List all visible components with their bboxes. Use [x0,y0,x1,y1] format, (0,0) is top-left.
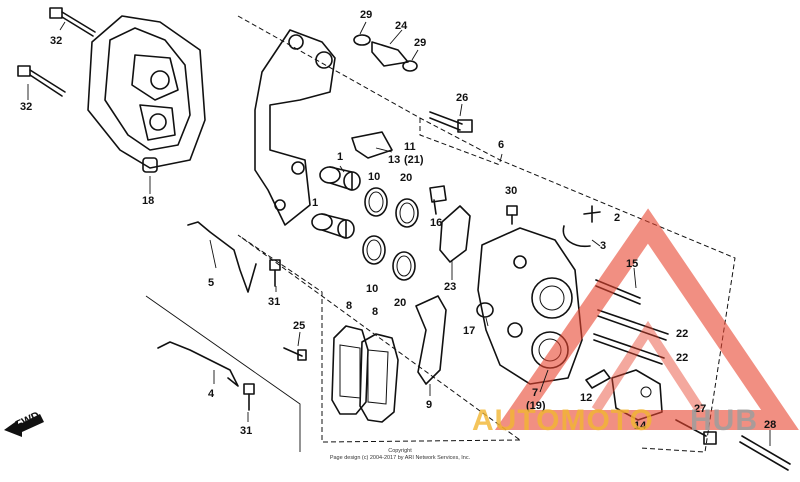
seal-10-upper[interactable] [364,187,388,217]
spring-4[interactable] [157,341,239,387]
boot-24[interactable] [353,34,418,72]
callout-8-left: 8 [346,300,352,312]
callout-29-upper: 29 [360,9,372,21]
pad-subgroup-line [145,295,301,452]
callout-30: 30 [505,185,517,197]
callout-5: 5 [208,277,214,289]
callout-18: 18 [142,195,154,207]
clip-13[interactable] [351,131,393,159]
callout-20-upper: 20 [400,172,412,184]
seal-20-upper[interactable] [395,198,419,228]
callout-19: (19) [526,400,546,412]
bolt-30[interactable] [506,205,518,225]
callout-4: 4 [208,388,215,400]
callout-12: 12 [580,392,592,404]
callout-25: 25 [293,320,305,332]
callout-6: 6 [498,139,504,151]
bolt-31-upper[interactable] [269,259,281,287]
seal-10-lower[interactable] [362,235,386,265]
watermark-text-hub: HUB [690,404,758,437]
callout-10-upper: 10 [368,171,380,183]
callout-10-lower: 10 [366,283,378,295]
callout-8-right: 8 [372,306,378,318]
callout-29-lower: 29 [414,37,426,49]
forward-arrow-icon [4,414,44,437]
bolt-28[interactable] [739,435,791,471]
callout-31-lower: 31 [240,425,252,437]
spring-3[interactable] [562,225,591,248]
pad-8-right[interactable] [359,333,399,423]
watermark-logo [494,208,799,430]
assembly-boundary [237,15,736,453]
bleeder-16[interactable] [429,185,447,215]
watermark-text-automoto: AUTOMOTO [472,404,654,437]
pin-22-lower[interactable] [593,333,665,365]
plate-23[interactable] [439,205,471,263]
piston-1-lower[interactable] [311,213,355,239]
leader-lines [27,21,771,446]
caliper-subgroup-boundary [419,118,501,166]
caliper-body-18[interactable] [87,15,206,173]
callout-22-upper: 22 [676,328,688,340]
callout-17: 17 [463,325,475,337]
callout-22-lower: 22 [676,352,688,364]
callout-20-lower: 20 [394,297,406,309]
callout-15: 15 [626,258,638,270]
spring-5[interactable] [187,221,257,293]
nut-17[interactable] [476,302,494,318]
callout-1-lower: 1 [312,197,318,209]
shim-9[interactable] [415,295,447,385]
pin-22-upper[interactable] [597,309,669,341]
callout-28: 28 [764,419,776,431]
bolt-32-lower[interactable] [17,65,66,97]
callout-16: 16 [430,217,442,229]
callout-11: 11 [404,141,416,153]
callout-1-upper: 1 [337,151,343,163]
callout-24: 24 [395,20,408,32]
copyright-line-2: Page design (c) 2004-2017 by ARI Network… [330,455,471,461]
callout-32-upper: 32 [50,35,62,47]
piston-1-upper[interactable] [319,166,361,191]
callout-7: 7 [532,387,538,399]
callout-21-upper: (21) [404,154,424,166]
callout-27: 27 [694,403,706,415]
callout-9: 9 [426,399,432,411]
callout-23: 23 [444,281,456,293]
callout-32-lower: 32 [20,101,32,113]
pin-12[interactable] [585,369,611,389]
bolt-32-upper[interactable] [49,7,96,37]
callout-14: 14 [634,420,647,432]
pad-8-left[interactable] [331,325,369,415]
seal-20-lower[interactable] [392,251,416,281]
screw-2[interactable] [583,205,601,223]
bolt-26[interactable] [429,111,473,133]
callout-13: 13 [388,154,400,166]
bolt-31-lower[interactable] [243,383,255,411]
copyright-line-1: Copyright [388,448,412,454]
bolt-25[interactable] [283,347,307,361]
callout-2: 2 [614,212,620,224]
callout-26: 26 [456,92,468,104]
bracket-11[interactable] [254,29,336,226]
callout-3: 3 [600,240,606,252]
callout-31-upper: 31 [268,296,280,308]
